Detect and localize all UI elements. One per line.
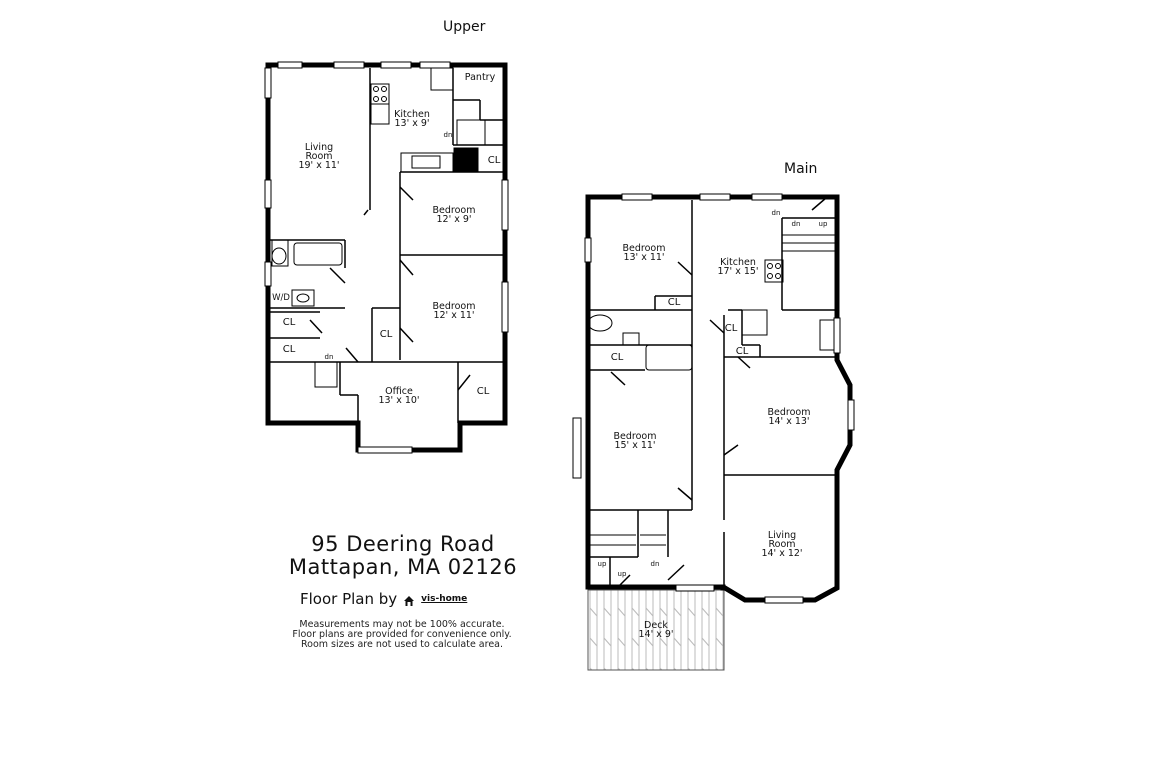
- main-closet-label: CL: [667, 297, 681, 308]
- upper-floor-title: Upper: [443, 19, 486, 35]
- stair-label: dn: [771, 209, 781, 217]
- main-bedroom-2-label: Bedroom 14' x 13': [767, 407, 811, 427]
- upper-closet-label: CL: [282, 344, 296, 355]
- upper-kitchen-label: Kitchen 13' x 9': [394, 109, 430, 129]
- address-line-2: Mattapan, MA 02126: [288, 555, 518, 579]
- main-floor-plan: [572, 193, 855, 671]
- main-bedroom-3-label: Bedroom 15' x 11': [613, 431, 657, 451]
- main-kitchen-label: Kitchen 17' x 15': [717, 257, 759, 277]
- upper-washer-dryer-label: W/D: [272, 293, 290, 303]
- main-closet-label: CL: [610, 352, 624, 363]
- upper-bedroom-2-label: Bedroom 12' x 11': [432, 301, 476, 321]
- room-size: 14' x 12': [761, 548, 803, 559]
- main-closet-label: CL: [735, 346, 749, 357]
- upper-closet-label: CL: [487, 155, 501, 166]
- floor-plan-credit: Floor Plan by vis-home: [300, 590, 467, 608]
- credit-label: Floor Plan by: [300, 590, 398, 608]
- main-closet-label: CL: [724, 323, 738, 334]
- address-line-1: 95 Deering Road: [311, 532, 495, 556]
- room-size: 19' x 11': [298, 160, 340, 171]
- upper-closet-label: CL: [379, 329, 393, 340]
- upper-office-label: Office 13' x 10': [378, 386, 420, 406]
- stair-label: dn: [443, 131, 453, 139]
- upper-pantry-label: Pantry: [464, 72, 496, 83]
- room-size: 14' x 13': [768, 416, 810, 427]
- property-address: 95 Deering Road Mattapan, MA 02126: [286, 533, 520, 579]
- upper-closet-label: CL: [476, 386, 490, 397]
- room-size: 14' x 9': [638, 629, 674, 640]
- upper-living-room-label: Living Room 19' x 11': [298, 142, 340, 171]
- main-living-room-label: Living Room 14' x 12': [761, 530, 803, 559]
- room-size: 12' x 9': [436, 214, 472, 225]
- stair-label: up: [597, 560, 607, 568]
- room-size: 17' x 15': [717, 266, 759, 277]
- upper-floor-plan: [264, 61, 509, 454]
- stair-label: dn: [791, 220, 801, 228]
- stair-label: up: [617, 570, 627, 578]
- stair-label: up: [818, 220, 828, 228]
- room-size: 13' x 10': [378, 395, 420, 406]
- main-floor-title: Main: [784, 161, 818, 177]
- brand-name: vis-home: [421, 594, 468, 604]
- main-bedroom-1-label: Bedroom 13' x 11': [622, 243, 666, 263]
- main-deck-label: Deck 14' x 9': [638, 620, 674, 640]
- house-logo-icon: [403, 593, 415, 606]
- room-size: 13' x 9': [394, 118, 430, 129]
- stair-label: dn: [324, 353, 334, 361]
- disclaimer: Measurements may not be 100% accurate. F…: [292, 619, 512, 650]
- upper-closet-label: CL: [282, 317, 296, 328]
- room-size: 12' x 11': [433, 310, 475, 321]
- upper-bedroom-1-label: Bedroom 12' x 9': [432, 205, 476, 225]
- stair-label: dn: [650, 560, 660, 568]
- room-size: 13' x 11': [623, 252, 665, 263]
- room-size: 15' x 11': [614, 440, 656, 451]
